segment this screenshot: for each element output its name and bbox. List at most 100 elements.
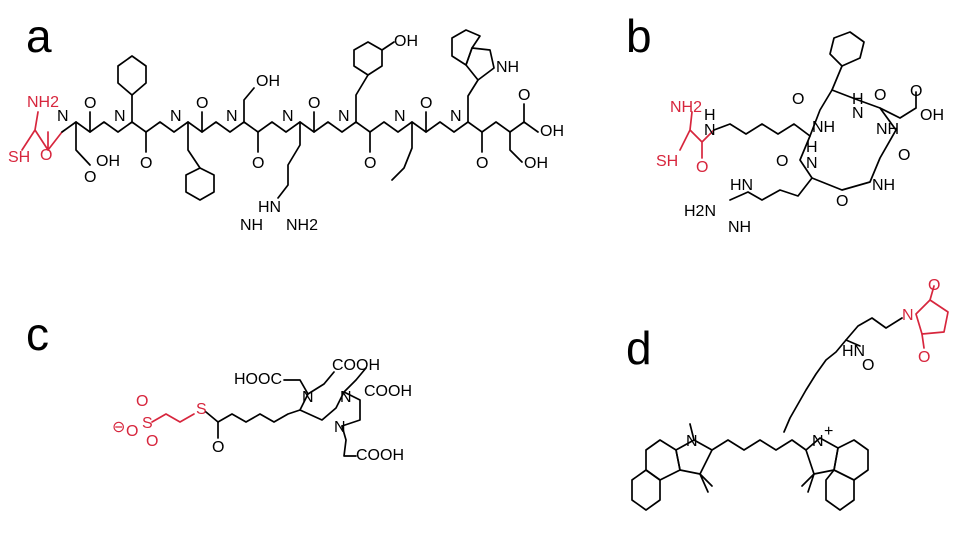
panel-d-plus-label: +: [824, 423, 833, 440]
panel-c-n3-label: N: [334, 419, 346, 436]
panel-a-o8-label: O: [420, 95, 432, 112]
panel-c-so3-o2-label: O: [136, 393, 148, 410]
panel-c-s-label: S: [196, 401, 207, 418]
panel-d-polymethine: [711, 439, 807, 451]
panel-d-maleimide-ring: [915, 299, 949, 335]
panel-c-so3-o3-label: O: [146, 433, 158, 450]
panel-b-n1-label: N: [704, 122, 716, 139]
panel-c-cooh2-label: COOH: [364, 383, 412, 400]
panel-letter-c: c: [26, 308, 49, 360]
panel-a-o7-label: O: [364, 155, 376, 172]
panel-d-amide-carbonyl: [845, 339, 861, 347]
panel-a-o4-label: O: [196, 95, 208, 112]
panel-a-o-acid-label: O: [84, 169, 96, 186]
panel-d-o-amide-label: O: [862, 357, 874, 374]
panel-b-structure: NH2 SH O N H O NH O N H OH O NH O O NH N…: [656, 31, 944, 236]
panel-b-linker: [713, 123, 811, 137]
panel-c-n1-arms: [283, 371, 335, 411]
panel-d-n-mal-label: N: [902, 307, 914, 324]
panel-b-o4-label: O: [910, 83, 922, 100]
panel-c-so3-s-label: S: [142, 415, 153, 432]
panel-a-phenyl-ring: [185, 167, 215, 201]
panel-b-o7-label: O: [836, 193, 848, 210]
panel-letter-d: d: [626, 322, 652, 374]
panel-c-cooh1-label: COOH: [332, 357, 380, 374]
panel-b-hn-label: HN: [730, 177, 753, 194]
panel-d-n-left-label: N: [686, 433, 698, 450]
panel-a-hn-label: HN: [258, 199, 281, 216]
panel-a-o6-label: O: [308, 95, 320, 112]
panel-a-nh2-label: NH2: [27, 94, 59, 111]
panel-letter-b: b: [626, 10, 652, 62]
panel-b-o1-label: O: [696, 159, 708, 176]
panel-a-nh2-backbone-label: N: [114, 108, 126, 125]
panel-c-mesna-bonds: [151, 413, 195, 423]
panel-a-nh6-label: N: [338, 108, 350, 125]
panel-d-left-benzo-2: [631, 469, 661, 511]
panel-c-minus-label: ⊖: [112, 419, 125, 436]
panel-b-nh1-label: NH: [812, 119, 835, 136]
panel-a-nh-label: NH: [240, 217, 263, 234]
panel-d-right-benzo-1: [833, 439, 869, 481]
panel-a-tyrosine-oh-bond: [381, 41, 395, 51]
panel-b-n3-label: N: [806, 155, 818, 172]
panel-a-tyrosine-ring: [353, 41, 383, 76]
panel-b-cys-bonds: [679, 111, 715, 159]
panel-a-o1-label: O: [40, 147, 52, 164]
panel-a-nh-trp-label: NH: [496, 59, 519, 76]
panel-a-cooh-oh-label: OH: [540, 123, 564, 140]
panel-b-oh-label: OH: [920, 107, 944, 124]
panel-d-left-methyls: [689, 423, 713, 493]
panel-d-structure: O N O HN O N N +: [631, 277, 949, 511]
panel-b-acid-sidechain: [879, 91, 917, 119]
panel-a-o2-label: O: [84, 95, 96, 112]
panel-a-oh-ser-label: OH: [256, 73, 280, 90]
panel-a-o5-label: O: [252, 155, 264, 172]
panel-b-macrocycle: [799, 89, 897, 191]
panel-b-sh-label: SH: [656, 153, 678, 170]
panel-b-h1-label: H: [704, 107, 716, 124]
panel-b-o2-label: O: [792, 91, 804, 108]
panel-d-right-benzo-2: [825, 469, 855, 511]
panel-c-hooc-label: HOOC: [234, 371, 282, 388]
panel-a-structure: NH2 SH O O N O OH N O N O OH N O N O HN …: [8, 29, 564, 234]
panel-c-n1-label: N: [302, 389, 314, 406]
panel-d-maleimide-carbonyls: [921, 285, 935, 349]
panel-a-indole-six-ring: [451, 29, 481, 66]
panel-a-o9-label: O: [476, 155, 488, 172]
panel-b-benzyl-bond: [831, 65, 843, 91]
panel-b-o6-label: O: [776, 153, 788, 170]
panel-c-chain: [205, 409, 301, 423]
panel-d-linker: [783, 317, 903, 433]
panel-b-h3-label: H: [806, 139, 818, 156]
panel-b-h2-label: H: [852, 91, 864, 108]
panel-c-o-label: O: [212, 439, 224, 456]
panel-b-nh3-label: NH: [872, 177, 895, 194]
panel-b-h2n-label: H2N: [684, 203, 716, 220]
panel-c-cooh3-label: COOH: [356, 447, 404, 464]
panel-a-cooh-o-label: O: [518, 87, 530, 104]
panel-a-nh2b-label: NH2: [286, 217, 318, 234]
panel-d-hn-label: HN: [842, 343, 865, 360]
panel-a-cyclohexyl-ring: [117, 55, 147, 96]
panel-d-o-bot-label: O: [918, 349, 930, 366]
panel-d-right-methyls: [801, 473, 815, 493]
panel-a-nh7-label: N: [394, 108, 406, 125]
panel-c-n3-arm: [341, 425, 357, 457]
panel-b-nh-imine-label: NH: [728, 219, 751, 236]
panel-a-sidechains: [75, 74, 523, 199]
panel-a-sh-label: SH: [8, 149, 30, 166]
panel-b-o5-label: O: [898, 147, 910, 164]
panel-a-nh3-label: N: [170, 108, 182, 125]
panel-b-nh2r-label: NH: [876, 121, 899, 138]
panel-a-oh-ser2-label: OH: [524, 155, 548, 172]
panel-b-arg-sidechain: [729, 177, 813, 201]
panel-d-n-right-label: N: [812, 433, 824, 450]
panel-a-o3-label: O: [140, 155, 152, 172]
panel-c-n2-arm: [343, 367, 367, 393]
panel-letter-a: a: [26, 10, 52, 62]
panel-a-nh5-label: N: [282, 108, 294, 125]
panel-a-oh-tyr-label: OH: [394, 33, 418, 50]
panel-a-carbonyls: [89, 103, 525, 153]
panel-b-n2-label: N: [852, 105, 864, 122]
